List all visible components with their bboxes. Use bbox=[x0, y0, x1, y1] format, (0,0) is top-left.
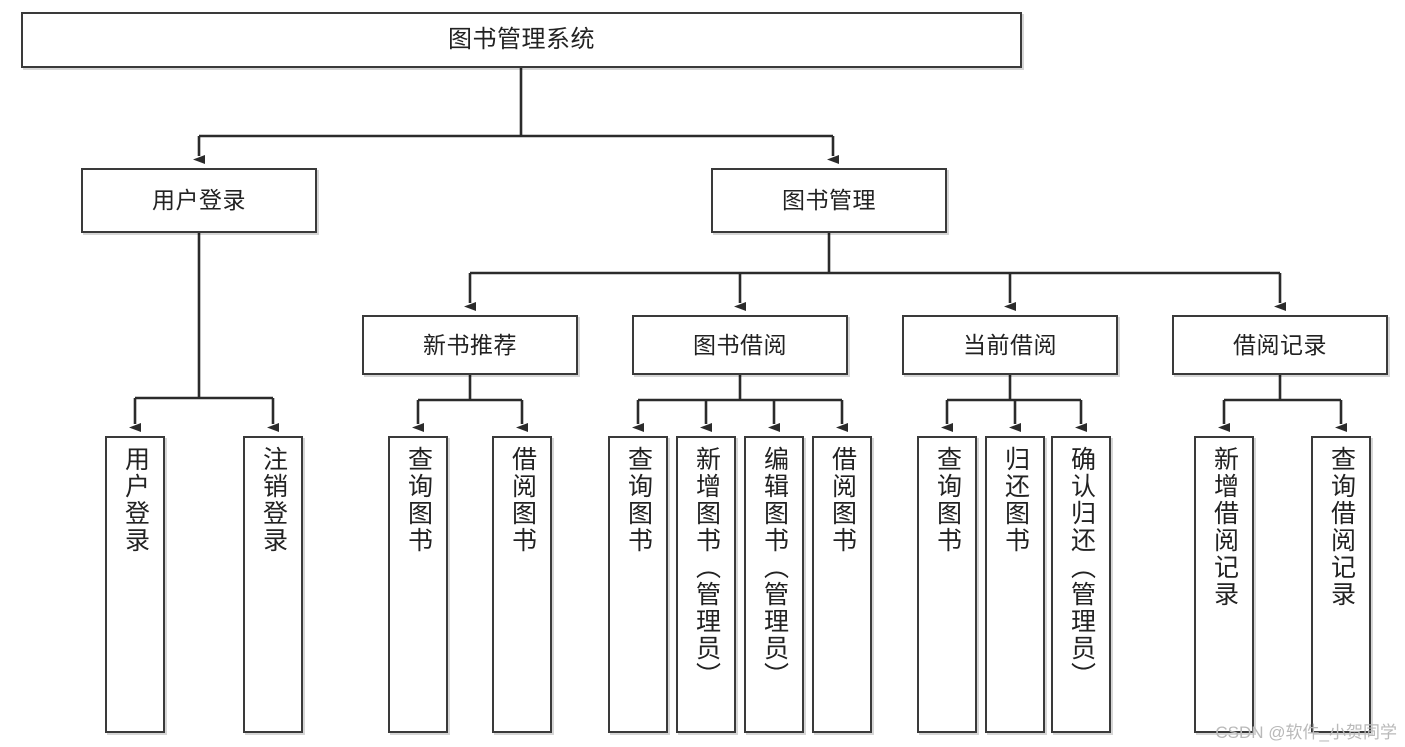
node-book-borrow[interactable]: 图书借阅 bbox=[632, 315, 848, 375]
node-label: 归还图书 bbox=[1001, 446, 1030, 554]
node-label: 图书管理系统 bbox=[448, 26, 595, 54]
node-label: 图书借阅 bbox=[693, 331, 787, 358]
node-label: 用户登录 bbox=[152, 187, 246, 214]
node-book-management[interactable]: 图书管理 bbox=[711, 168, 947, 233]
node-label: 借阅记录 bbox=[1233, 331, 1327, 358]
node-label: 确认归还（管理员） bbox=[1067, 446, 1096, 689]
leaf-user-login-login[interactable]: 用户登录 bbox=[105, 436, 165, 733]
node-label: 当前借阅 bbox=[963, 331, 1057, 358]
node-label: 新书推荐 bbox=[423, 331, 517, 358]
node-label: 编辑图书（管理员） bbox=[760, 446, 789, 689]
node-label: 注销登录 bbox=[259, 446, 288, 554]
node-label: 用户登录 bbox=[121, 446, 150, 554]
node-label: 图书管理 bbox=[782, 187, 876, 214]
csdn-watermark: CSDN @软件_小贺同学 bbox=[1215, 723, 1397, 742]
node-user-login[interactable]: 用户登录 bbox=[81, 168, 317, 233]
node-borrow-record[interactable]: 借阅记录 bbox=[1172, 315, 1388, 375]
node-root-book-management-system[interactable]: 图书管理系统 bbox=[21, 12, 1022, 68]
node-label: 查询图书 bbox=[624, 446, 653, 554]
leaf-current-borrow-confirm-return-admin[interactable]: 确认归还（管理员） bbox=[1051, 436, 1111, 733]
leaf-borrow-record-query-record[interactable]: 查询借阅记录 bbox=[1311, 436, 1371, 733]
leaf-book-borrow-add-book-admin[interactable]: 新增图书（管理员） bbox=[676, 436, 736, 733]
node-label: 查询图书 bbox=[933, 446, 962, 554]
node-label: 查询图书 bbox=[404, 446, 433, 554]
node-label: 查询借阅记录 bbox=[1327, 446, 1356, 608]
node-new-book-recommend[interactable]: 新书推荐 bbox=[362, 315, 578, 375]
node-label: 新增借阅记录 bbox=[1210, 446, 1239, 608]
leaf-book-borrow-query-book[interactable]: 查询图书 bbox=[608, 436, 668, 733]
leaf-new-book-borrow-book[interactable]: 借阅图书 bbox=[492, 436, 552, 733]
leaf-borrow-record-add-record[interactable]: 新增借阅记录 bbox=[1194, 436, 1254, 733]
leaf-user-login-logout[interactable]: 注销登录 bbox=[243, 436, 303, 733]
node-label: 新增图书（管理员） bbox=[692, 446, 721, 689]
node-label: 借阅图书 bbox=[828, 446, 857, 554]
node-current-borrow[interactable]: 当前借阅 bbox=[902, 315, 1118, 375]
leaf-current-borrow-query-book[interactable]: 查询图书 bbox=[917, 436, 977, 733]
leaf-book-borrow-edit-book-admin[interactable]: 编辑图书（管理员） bbox=[744, 436, 804, 733]
leaf-book-borrow-borrow-book[interactable]: 借阅图书 bbox=[812, 436, 872, 733]
leaf-current-borrow-return-book[interactable]: 归还图书 bbox=[985, 436, 1045, 733]
node-label: 借阅图书 bbox=[508, 446, 537, 554]
leaf-new-book-query-book[interactable]: 查询图书 bbox=[388, 436, 448, 733]
